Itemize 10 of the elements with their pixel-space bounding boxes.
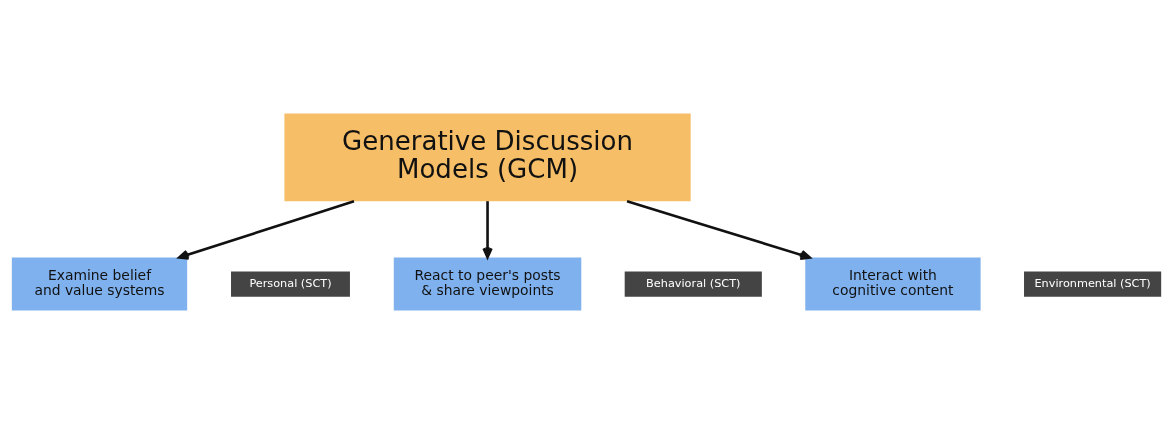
node-box: Examine belief and value systems [11,257,188,311]
node-box: Generative Discussion Models (GCM) [284,113,691,202]
node-box: Interact with cognitive content [805,257,981,311]
node-box: Personal (SCT) [231,271,350,297]
node-box: React to peer's posts & share viewpoints [393,257,582,311]
node-box: Environmental (SCT) [1024,271,1162,297]
arrow [482,201,493,259]
node-box: Behavioral (SCT) [624,271,762,297]
arrow [626,199,811,260]
arrow [177,199,355,260]
